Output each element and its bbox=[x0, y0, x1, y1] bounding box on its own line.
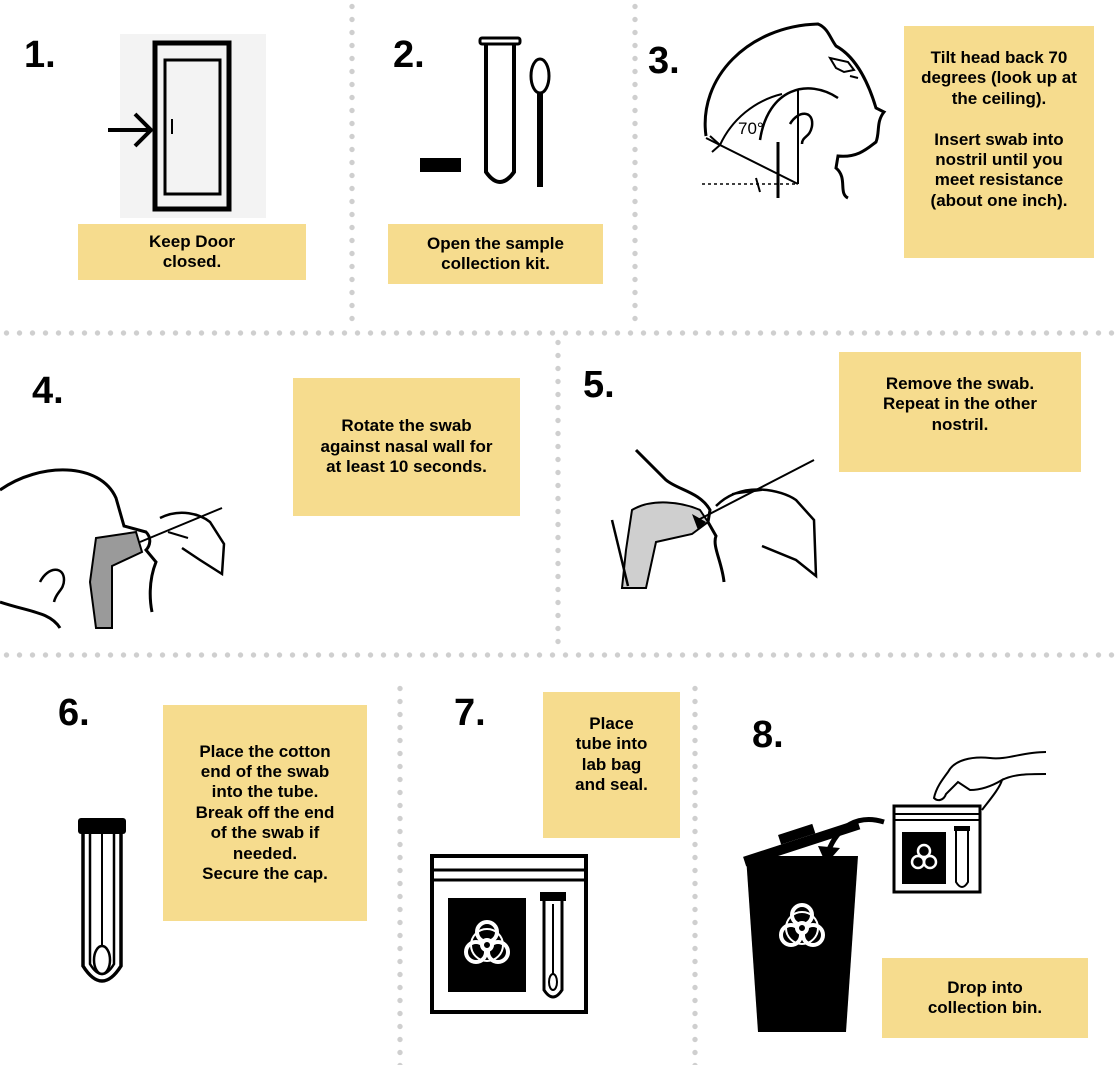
hand-icon bbox=[932, 751, 1047, 811]
step-number: 3. bbox=[648, 40, 680, 82]
col-divider-1-2 bbox=[349, 0, 355, 326]
col-divider-4-5 bbox=[555, 336, 561, 648]
biohazard-icon bbox=[464, 920, 510, 964]
step-note: Rotate the swab against nasal wall for a… bbox=[293, 378, 520, 516]
sealed-tube-icon bbox=[540, 892, 566, 999]
nasal-swab-icon bbox=[0, 468, 226, 629]
biohazard-icon bbox=[910, 843, 938, 870]
col-divider-6-7 bbox=[397, 682, 403, 1065]
nasal-swab-icon bbox=[610, 448, 818, 589]
door-icon bbox=[108, 34, 266, 218]
head-tilt-icon: 70° bbox=[702, 22, 887, 200]
step-number: 1. bbox=[24, 34, 56, 76]
biohazard-icon bbox=[779, 903, 825, 947]
step-note: Keep Door closed. bbox=[78, 224, 306, 280]
row-divider-2 bbox=[0, 652, 1116, 658]
row-divider-1 bbox=[0, 330, 1116, 336]
step-number: 4. bbox=[32, 370, 64, 412]
biohazard-bin-icon bbox=[743, 819, 861, 1032]
swab-icon bbox=[92, 944, 112, 976]
step-number: 6. bbox=[58, 692, 90, 734]
step-note: Open the sample collection kit. bbox=[388, 224, 603, 284]
arrow-icon bbox=[108, 112, 154, 148]
arrow-icon bbox=[818, 817, 885, 864]
step-note: Tilt head back 70 degrees (look up at th… bbox=[904, 26, 1094, 258]
step-number: 5. bbox=[583, 364, 615, 406]
col-divider-2-3 bbox=[632, 0, 638, 326]
step-note: Drop into collection bin. bbox=[882, 958, 1088, 1038]
col-divider-7-8 bbox=[692, 682, 698, 1065]
step-number: 2. bbox=[393, 34, 425, 76]
step-note: Remove the swab. Repeat in the other nos… bbox=[839, 352, 1081, 472]
step-number: 7. bbox=[454, 692, 486, 734]
test-tube-icon bbox=[420, 36, 551, 187]
step-number: 8. bbox=[752, 714, 784, 756]
angle-label: 70° bbox=[738, 119, 764, 138]
lab-bag-icon bbox=[430, 854, 588, 1014]
step-note: Place the cotton end of the swab into th… bbox=[163, 705, 367, 921]
lab-bag-icon bbox=[892, 804, 982, 894]
sealed-tube-icon bbox=[78, 818, 126, 983]
step-note: Place tube into lab bag and seal. bbox=[543, 692, 680, 838]
swab-icon bbox=[529, 57, 551, 187]
